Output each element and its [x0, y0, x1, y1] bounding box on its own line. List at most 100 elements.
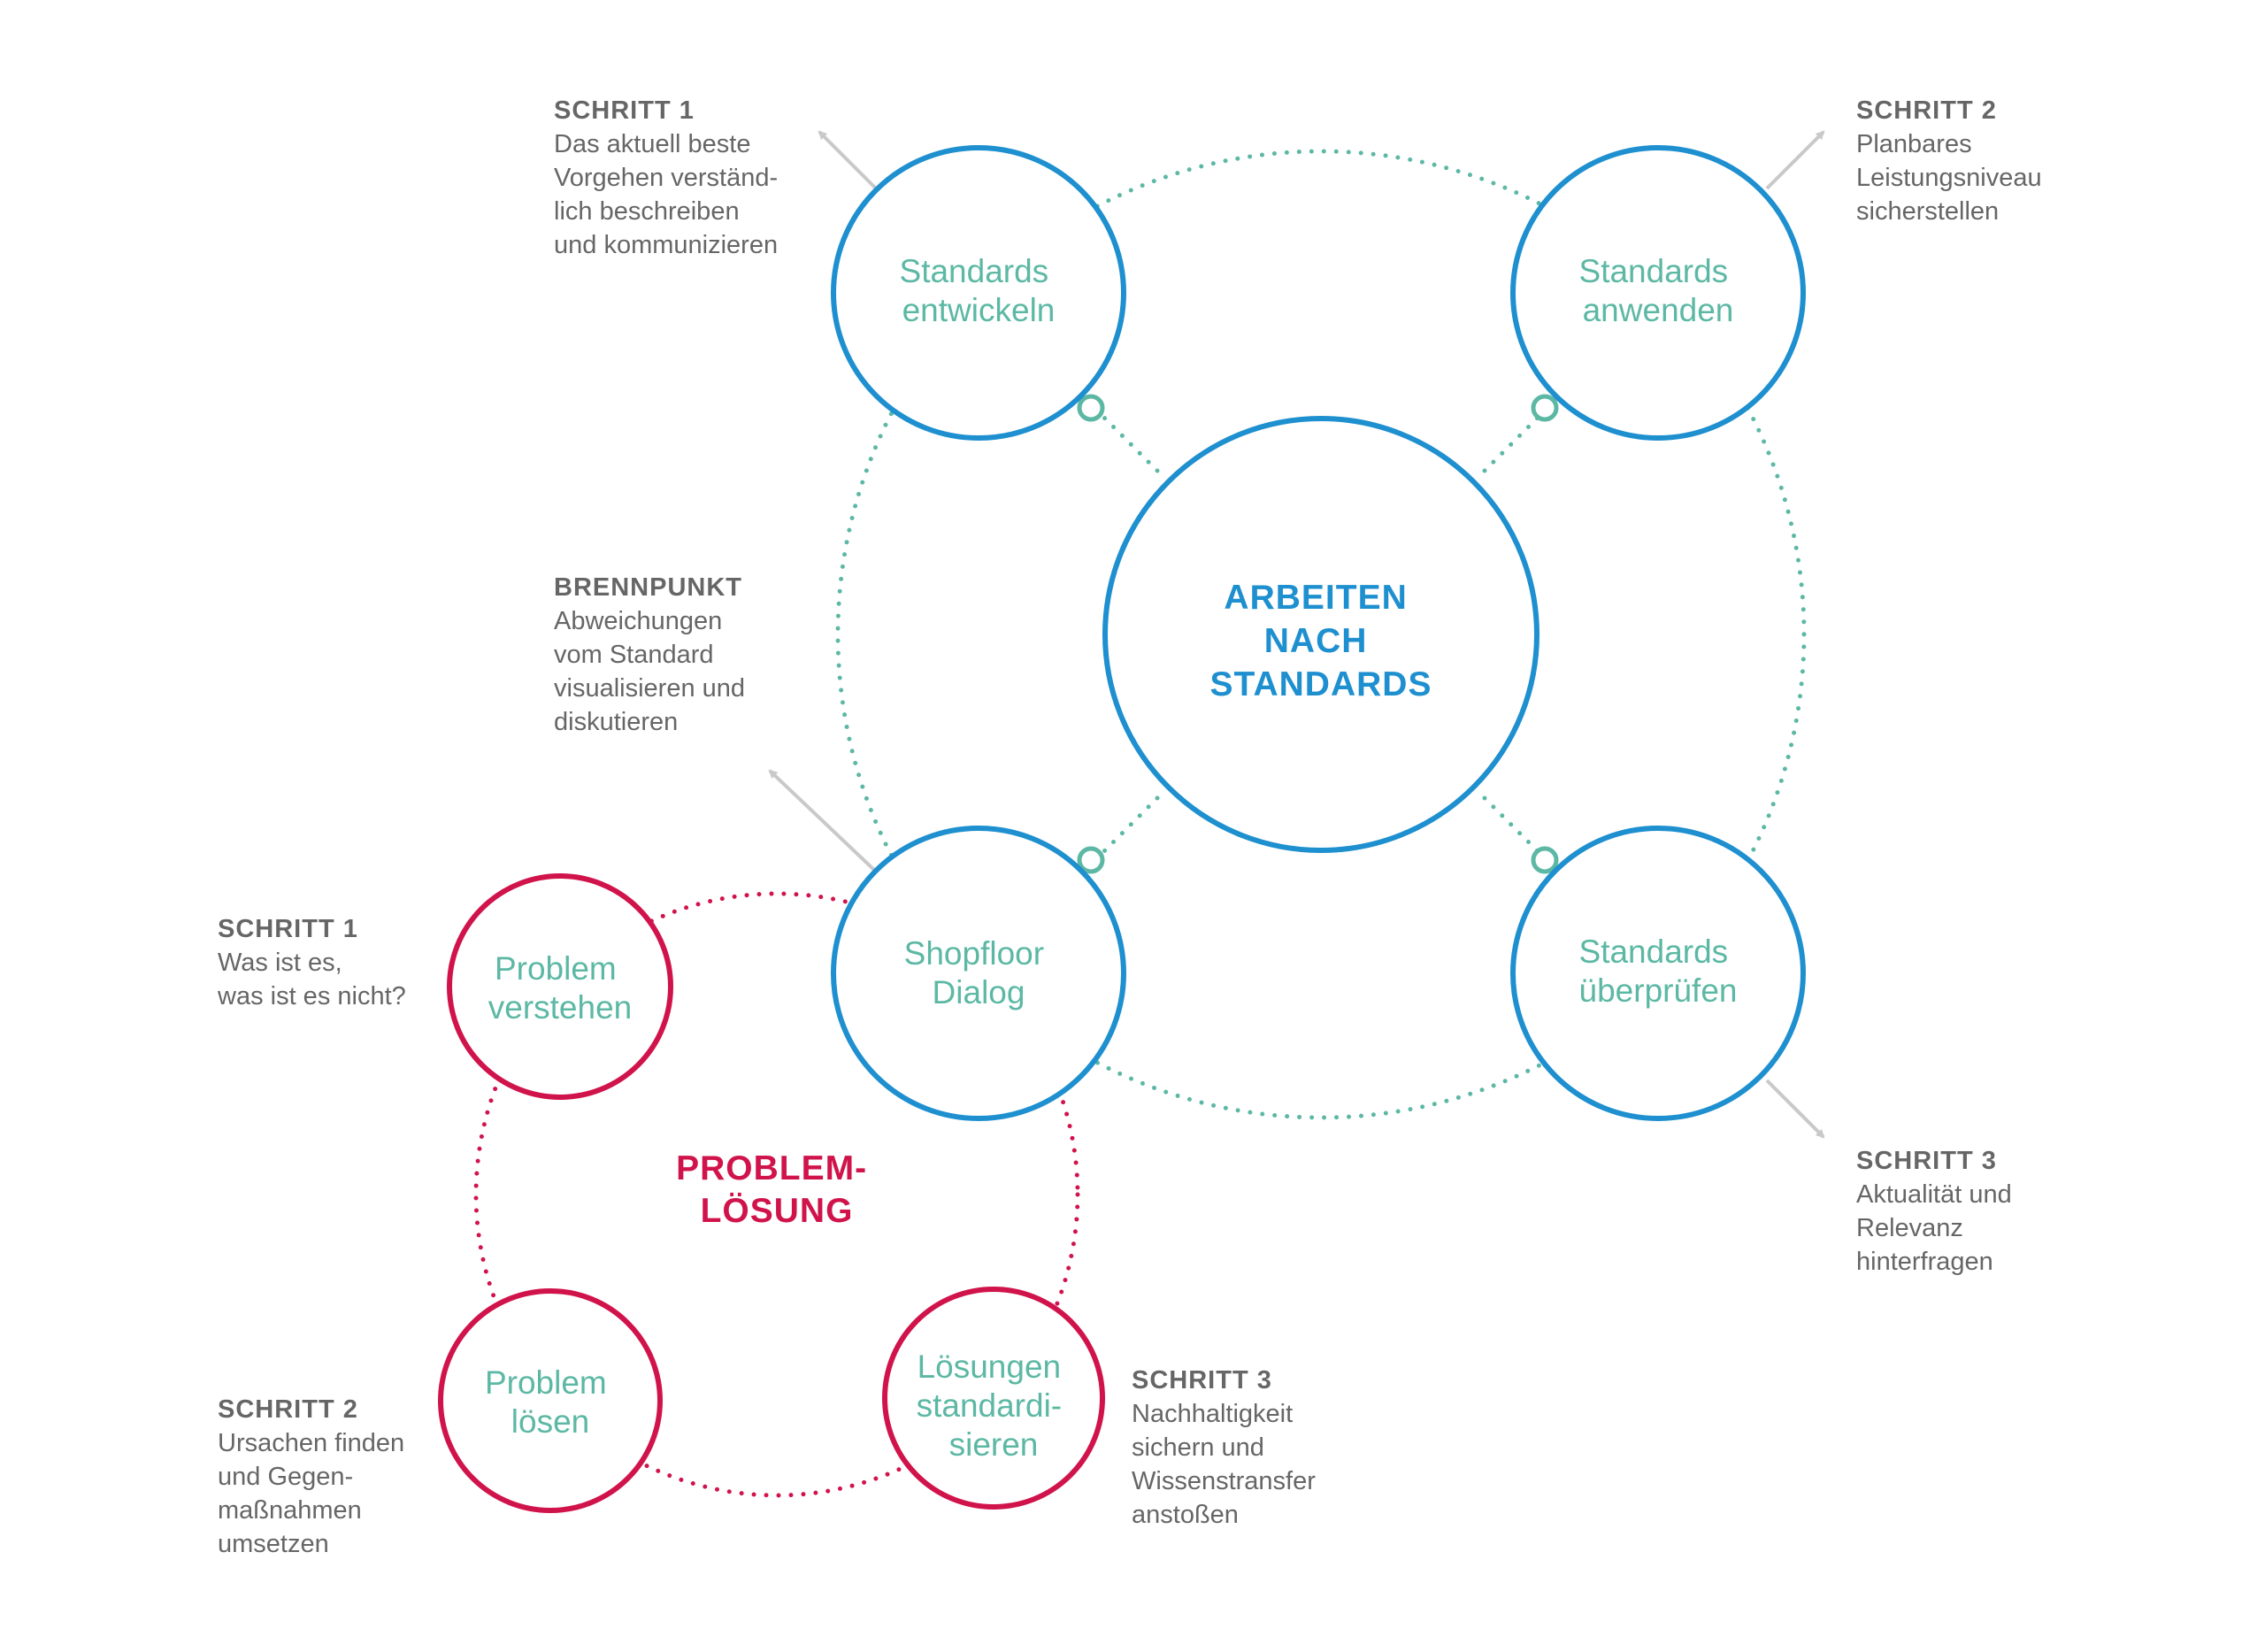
- problem-center-line-1: PROBLEM-: [676, 1149, 867, 1187]
- svg-text:Aktualität und Relevanz: Aktualität und Relevanz hinterfragen: [1856, 1180, 2019, 1276]
- annotation-line: Abweichungen: [554, 607, 722, 635]
- annotation-heading: SCHRITT 1: [218, 915, 358, 943]
- node-label-standardisieren-1: Lösungen: [918, 1348, 1062, 1385]
- svg-text:Nachhaltigkeit sichern u: Nachhaltigkeit sichern und Wissenstransf…: [1132, 1400, 1323, 1529]
- arrow-schritt3-standards: [1765, 1079, 1825, 1139]
- node-standards-entwickeln: Standards entwickeln: [831, 145, 1126, 441]
- annotation-line: Das aktuell beste: [554, 130, 750, 158]
- svg-text:Lösungen standardi-: Lösungen standardi- sieren: [917, 1348, 1071, 1463]
- node-label-shopfloor-1: Shopfloor: [904, 935, 1044, 972]
- svg-text:Standards entwickeln: Standards entwickeln: [900, 253, 1058, 328]
- node-circle-verstehen: [447, 873, 673, 1100]
- annotation-schritt3-problem: SCHRITT 3 Nachhaltigkeit sichern und Wis…: [1132, 1366, 1323, 1529]
- node-circle-shopfloor: [831, 826, 1126, 1121]
- annotation-line: maßnahmen: [218, 1496, 362, 1525]
- node-label-anwenden-2: anwenden: [1583, 292, 1734, 328]
- annotation-line: umsetzen: [218, 1530, 329, 1558]
- standards-cycle-ring: [835, 149, 1807, 1120]
- node-label-loesen-1: Problem: [485, 1364, 607, 1401]
- node-label-verstehen-2: verstehen: [488, 989, 633, 1026]
- svg-text:ARBEITEN NACH STAN: ARBEITEN NACH STANDARDS: [1210, 579, 1432, 703]
- annotation-line: Nachhaltigkeit: [1132, 1400, 1293, 1428]
- node-label-loesen-2: lösen: [511, 1403, 589, 1440]
- node-label-ueberpruefen-1: Standards: [1579, 934, 1729, 970]
- annotation-schritt1-standards: SCHRITT 1 Das aktuell beste Vorgehen ver…: [554, 96, 785, 259]
- annotation-line: hinterfragen: [1856, 1248, 1993, 1276]
- node-shopfloor-dialog: Shopfloor Dialog: [831, 826, 1126, 1121]
- annotation-schritt2-problem: SCHRITT 2 Ursachen finden und Gegen- maß…: [218, 1395, 411, 1558]
- node-problem-verstehen: Problem verstehen: [447, 873, 673, 1100]
- problem-center-line-2: LÖSUNG: [701, 1192, 854, 1230]
- annotation-heading: SCHRITT 1: [554, 96, 695, 125]
- annotation-line: diskutieren: [554, 708, 678, 736]
- svg-text:Standards anwenden: Standards anwenden: [1579, 253, 1738, 328]
- annotation-line: vom Standard: [554, 641, 714, 669]
- annotation-schritt1-problem: SCHRITT 1 Was ist es, was ist es nicht?: [217, 915, 406, 1010]
- node-label-entwickeln-2: entwickeln: [902, 292, 1056, 328]
- annotation-schritt3-standards: SCHRITT 3 Aktualität und Relevanz hinter…: [1856, 1147, 2019, 1276]
- annotation-heading: SCHRITT 2: [218, 1395, 358, 1424]
- annotation-line: und kommunizieren: [554, 231, 778, 259]
- node-circle-loesen: [438, 1288, 663, 1513]
- center-node: ARBEITEN NACH STANDARDS: [1102, 416, 1539, 853]
- connector-ring-anwenden: [1531, 394, 1559, 422]
- node-label-standardisieren-2: standardi-: [917, 1387, 1063, 1424]
- arrow-schritt1-standards: [818, 130, 878, 190]
- annotation-line: visualisieren und: [554, 674, 745, 703]
- node-loesungen-standardisieren: Lösungen standardi- sieren: [882, 1287, 1105, 1510]
- svg-text:Shopfloor Dialog: Shopfloor Dialog: [904, 935, 1054, 1010]
- svg-text:Das aktuell beste Vorgeh: Das aktuell beste Vorgehen verständ- lic…: [554, 130, 785, 259]
- node-standards-anwenden: Standards anwenden: [1510, 145, 1806, 441]
- annotation-line: lich beschreiben: [554, 197, 740, 226]
- node-label-standardisieren-3: sieren: [949, 1426, 1039, 1463]
- center-label-line-3: STANDARDS: [1210, 665, 1432, 703]
- connector-ring-entwickeln: [1077, 394, 1105, 422]
- center-label-line-2: NACH: [1264, 622, 1368, 660]
- connector-ring-ueberpruefen: [1531, 846, 1559, 874]
- annotation-line: Relevanz: [1856, 1214, 1963, 1242]
- node-label-shopfloor-2: Dialog: [933, 974, 1025, 1010]
- annotation-heading: BRENNPUNKT: [554, 573, 742, 602]
- annotation-heading: SCHRITT 3: [1856, 1147, 1997, 1175]
- node-circle-standardisieren: [882, 1287, 1105, 1510]
- svg-text:Problem lösen: Problem lösen: [485, 1364, 616, 1440]
- annotation-line: was ist es nicht?: [217, 982, 406, 1010]
- svg-text:Abweichungen vom Standar: Abweichungen vom Standard visualisieren …: [554, 607, 752, 736]
- annotation-schritt2-standards: SCHRITT 2 Planbares Leistungsniveau sich…: [1856, 96, 2042, 226]
- annotation-line: und Gegen-: [218, 1463, 353, 1491]
- center-circle: [1102, 416, 1539, 853]
- svg-text:Standards überprüfen: Standards überprüfen: [1579, 934, 1738, 1009]
- annotation-line: anstoßen: [1132, 1501, 1239, 1529]
- arrow-brennpunkt: [768, 769, 878, 873]
- node-circle-anwenden: [1510, 145, 1806, 441]
- svg-text:Problem verstehen: Problem verstehen: [488, 950, 633, 1026]
- annotation-heading: SCHRITT 2: [1856, 96, 1997, 125]
- problem-cycle-ring: [473, 891, 1080, 1498]
- annotation-line: Planbares: [1856, 130, 1972, 158]
- svg-text:Was ist es, was ist es n: Was ist es, was ist es nicht?: [217, 949, 406, 1010]
- annotation-line: sichern und: [1132, 1433, 1264, 1462]
- annotation-heading: SCHRITT 3: [1132, 1366, 1272, 1395]
- node-label-verstehen-1: Problem: [495, 950, 617, 987]
- annotation-line: Leistungsniveau: [1856, 164, 2042, 192]
- annotation-line: Wissenstransfer: [1132, 1467, 1316, 1495]
- node-label-anwenden-1: Standards: [1579, 253, 1729, 289]
- node-label-entwickeln-1: Standards: [900, 253, 1049, 289]
- node-problem-loesen: Problem lösen: [438, 1288, 663, 1513]
- annotation-line: Was ist es,: [218, 949, 342, 977]
- arrow-schritt2-standards: [1765, 130, 1825, 190]
- node-circle-entwickeln: [831, 145, 1126, 441]
- node-label-ueberpruefen-2: überprüfen: [1579, 972, 1738, 1009]
- annotation-line: sicherstellen: [1856, 197, 1999, 226]
- problem-center-label: PROBLEM- LÖSUNG: [676, 1149, 878, 1230]
- annotation-line: Vorgehen verständ-: [554, 164, 778, 192]
- annotation-line: Ursachen finden: [218, 1429, 404, 1457]
- annotation-line: Aktualität und: [1856, 1180, 2012, 1209]
- svg-text:Ursachen finden und Gege: Ursachen finden und Gegen- maßnahmen ums…: [218, 1429, 411, 1558]
- node-circle-ueberpruefen: [1510, 826, 1806, 1121]
- node-standards-ueberpruefen: Standards überprüfen: [1510, 826, 1806, 1121]
- annotation-brennpunkt: BRENNPUNKT Abweichungen vom Standard vis…: [554, 573, 752, 736]
- connector-ring-shopfloor: [1077, 846, 1105, 874]
- center-label-line-1: ARBEITEN: [1224, 579, 1407, 617]
